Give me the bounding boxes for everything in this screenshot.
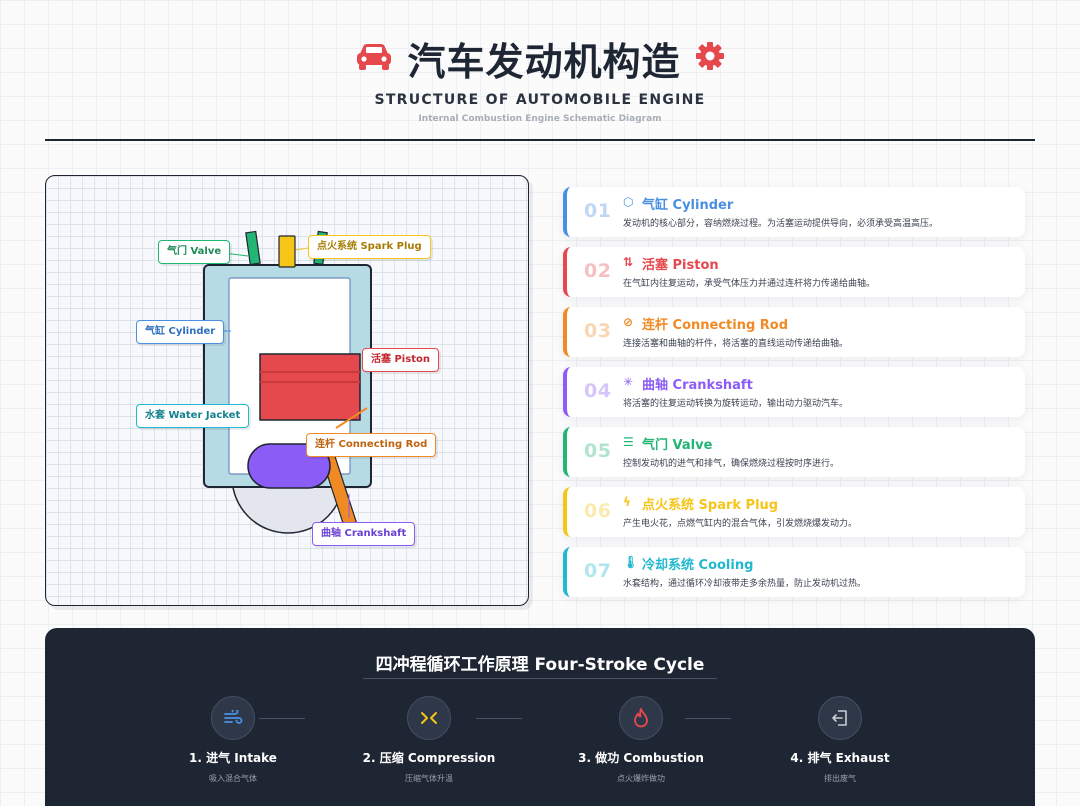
component-desc: 在气缸内往复运动，承受气体压力并通过连杆将力传递给曲轴。	[623, 279, 876, 289]
thermometer-icon: 🌡	[623, 555, 639, 569]
component-title: 点火系统 Spark Plug	[642, 498, 779, 513]
header-divider	[45, 139, 1035, 141]
component-desc: 控制发动机的进气和排气，确保燃烧过程按时序进行。	[623, 459, 840, 469]
page-subtitle: STRUCTURE OF AUTOMOBILE ENGINE	[374, 92, 706, 108]
component-number: 01	[584, 200, 612, 222]
component-desc: 连接活塞和曲轴的杆件，将活塞的直线运动传递给曲轴。	[623, 339, 849, 349]
step-desc: 排出废气	[824, 774, 856, 783]
component-number: 06	[584, 500, 612, 522]
arrows-updown-icon: ⇅	[623, 255, 634, 269]
component-number: 04	[584, 380, 612, 402]
step-desc: 压缩气体升温	[405, 774, 453, 783]
step-connector	[476, 718, 522, 719]
step-desc: 点火爆炸做功	[617, 774, 665, 783]
spinner-icon: ✳	[623, 375, 634, 389]
bolt-icon: ϟ	[623, 495, 631, 509]
step-label: 2. 压缩 Compression	[362, 751, 496, 765]
spark-plug-callout: 点火系统 Spark Plug	[308, 235, 431, 259]
component-title: 活塞 Piston	[642, 258, 719, 273]
cylinder-callout: 气缸 Cylinder	[136, 320, 225, 344]
page-subtitle-secondary: Internal Combustion Engine Schematic Dia…	[418, 114, 662, 124]
page-title: 汽车发动机构造	[407, 39, 681, 84]
valve-callout: 气门 Valve	[158, 240, 231, 264]
component-card: 05 ☰ 气门 Valve 控制发动机的进气和排气，确保燃烧过程按时序进行。	[563, 427, 1025, 477]
component-desc: 将活塞的往复运动转换为旋转运动，输出动力驱动汽车。	[623, 399, 849, 409]
component-card: 04 ✳ 曲轴 Crankshaft 将活塞的往复运动转换为旋转运动，输出动力驱…	[563, 367, 1025, 417]
car-icon	[355, 41, 393, 75]
page-header: 汽车发动机构造 STRUCTURE OF AUTOMOBILE ENGINE I…	[0, 30, 1080, 124]
four-stroke-section: 四冲程循环工作原理 Four-Stroke Cycle 1. 进气 Intake…	[45, 628, 1035, 806]
component-title: 气缸 Cylinder	[642, 198, 734, 213]
link-icon: ⊘	[623, 315, 634, 329]
cube-icon: ⬡	[623, 195, 634, 209]
flame-icon	[619, 696, 663, 740]
component-card: 03 ⊘ 连杆 Connecting Rod 连接活塞和曲轴的杆件，将活塞的直线…	[563, 307, 1025, 357]
valve-left	[245, 230, 261, 266]
component-title: 气门 Valve	[642, 438, 713, 453]
connecting-rod-callout: 连杆 Connecting Rod	[306, 433, 437, 457]
sliders-icon: ☰	[623, 435, 634, 449]
wind-icon	[211, 696, 255, 740]
water-jacket-callout: 水套 Water Jacket	[136, 404, 250, 428]
spark-plug	[278, 235, 296, 268]
engine-diagram-panel: 气门 Valve 点火系统 Spark Plug 气缸 Cylinder 活塞 …	[45, 175, 529, 606]
step-connector	[259, 718, 305, 719]
component-title: 曲轴 Crankshaft	[642, 378, 753, 393]
component-number: 07	[584, 560, 612, 582]
component-card: 02 ⇅ 活塞 Piston 在气缸内往复运动，承受气体压力并通过连杆将力传递给…	[563, 247, 1025, 297]
compress-icon	[407, 696, 451, 740]
component-card: 01 ⬡ 气缸 Cylinder 发动机的核心部分，容纳燃烧过程。为活塞运动提供…	[563, 187, 1025, 237]
piston-callout: 活塞 Piston	[362, 348, 439, 372]
step-label: 4. 排气 Exhaust	[790, 751, 890, 765]
component-number: 05	[584, 440, 612, 462]
step-label: 3. 做功 Combustion	[578, 751, 704, 765]
step-desc: 吸入混合气体	[209, 774, 257, 783]
step-connector	[685, 718, 731, 719]
component-number: 02	[584, 260, 612, 282]
cycle-title-underline	[363, 678, 717, 679]
component-title: 冷却系统 Cooling	[642, 558, 754, 573]
cycle-title: 四冲程循环工作原理 Four-Stroke Cycle	[375, 655, 705, 675]
step-label: 1. 进气 Intake	[189, 751, 277, 765]
component-desc: 水套结构，通过循环冷却液带走多余热量，防止发动机过热。	[623, 579, 867, 589]
component-number: 03	[584, 320, 612, 342]
crankshaft-callout: 曲轴 Crankshaft	[312, 522, 416, 546]
component-title: 连杆 Connecting Rod	[642, 318, 789, 333]
piston	[259, 353, 361, 421]
engine-diagram	[203, 230, 372, 534]
component-desc: 发动机的核心部分，容纳燃烧过程。为活塞运动提供导向，必须承受高温高压。	[623, 219, 939, 229]
title-row: 汽车发动机构造	[0, 30, 1080, 86]
gear-icon	[695, 41, 725, 75]
component-card: 06 ϟ 点火系统 Spark Plug 产生电火花，点燃气缸内的混合气体，引发…	[563, 487, 1025, 537]
component-card: 07 🌡 冷却系统 Cooling 水套结构，通过循环冷却液带走多余热量，防止发…	[563, 547, 1025, 597]
exit-icon	[818, 696, 862, 740]
component-desc: 产生电火花，点燃气缸内的混合气体，引发燃烧爆发动力。	[623, 519, 858, 529]
